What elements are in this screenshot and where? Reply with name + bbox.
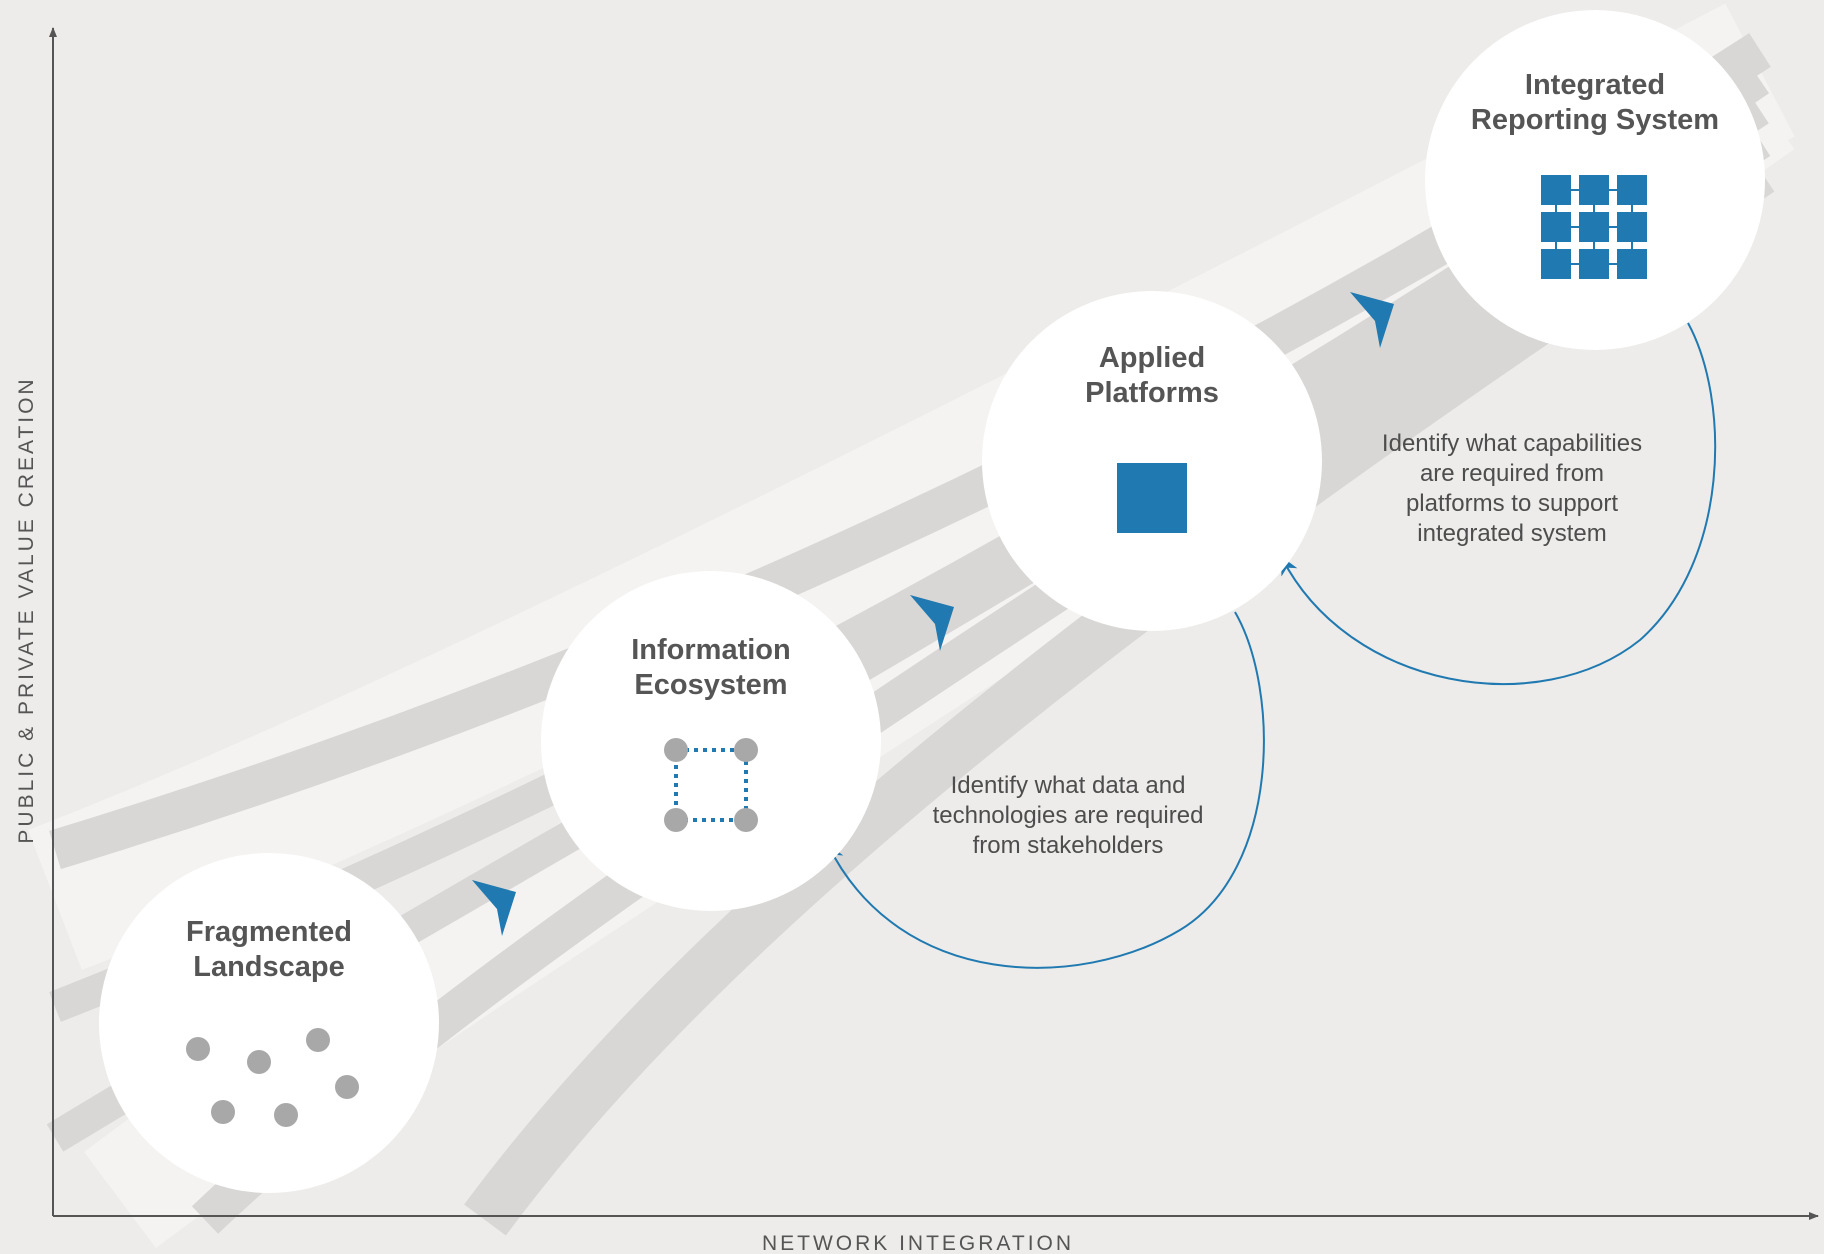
stage-title-line: Reporting System: [1471, 104, 1719, 136]
stage-title-line: Platforms: [1085, 377, 1219, 409]
feedback-note-1: Identify what data and technologies are …: [933, 772, 1204, 859]
dotted-square-network-icon: [664, 738, 758, 832]
stage-circle: [99, 853, 439, 1193]
stage-title-line: Information: [631, 634, 791, 666]
stage-circle: [982, 291, 1322, 631]
note-line: are required from: [1420, 460, 1604, 487]
chevron-up-right-icon: [472, 880, 516, 936]
gray-band: [464, 148, 1775, 1236]
note-line: from stakeholders: [973, 832, 1164, 859]
chevron-up-right-icon: [910, 595, 954, 651]
note-line: Identify what data and: [951, 772, 1186, 799]
stage-fragmented-landscape: Fragmented Landscape: [99, 853, 439, 1193]
axes: NETWORK INTEGRATION PUBLIC & PRIVATE VAL…: [15, 27, 1819, 1254]
note-line: technologies are required: [933, 802, 1204, 829]
x-axis-label: NETWORK INTEGRATION: [762, 1232, 1074, 1254]
feedback-loops: [827, 322, 1717, 969]
grid-network-icon: [1541, 175, 1647, 279]
note-line: integrated system: [1417, 520, 1606, 547]
feedback-note-2: Identify what capabilities are required …: [1382, 430, 1642, 547]
stage-circle: [541, 571, 881, 911]
note-line: platforms to support: [1406, 490, 1618, 517]
stage-title-line: Landscape: [193, 951, 345, 983]
feedback-arrow-icon: [827, 611, 1265, 969]
feedback-arrow-icon: [1281, 322, 1717, 686]
chevron-up-right-icon: [1350, 292, 1394, 348]
stage-integrated-reporting-system: Integrated Reporting System: [1425, 10, 1765, 350]
solid-square-icon: [1117, 463, 1187, 533]
progression-chevrons: [472, 292, 1394, 936]
stage-title-line: Ecosystem: [634, 669, 787, 701]
stage-applied-platforms: Applied Platforms: [982, 291, 1322, 631]
stage-title-line: Fragmented: [186, 916, 352, 948]
stage-information-ecosystem: Information Ecosystem: [541, 571, 881, 911]
y-axis-label: PUBLIC & PRIVATE VALUE CREATION: [15, 376, 38, 843]
stage-title-line: Integrated: [1525, 69, 1665, 101]
note-line: Identify what capabilities: [1382, 430, 1642, 457]
stage-title-line: Applied: [1099, 342, 1205, 374]
scattered-dots-icon: [186, 1028, 359, 1127]
